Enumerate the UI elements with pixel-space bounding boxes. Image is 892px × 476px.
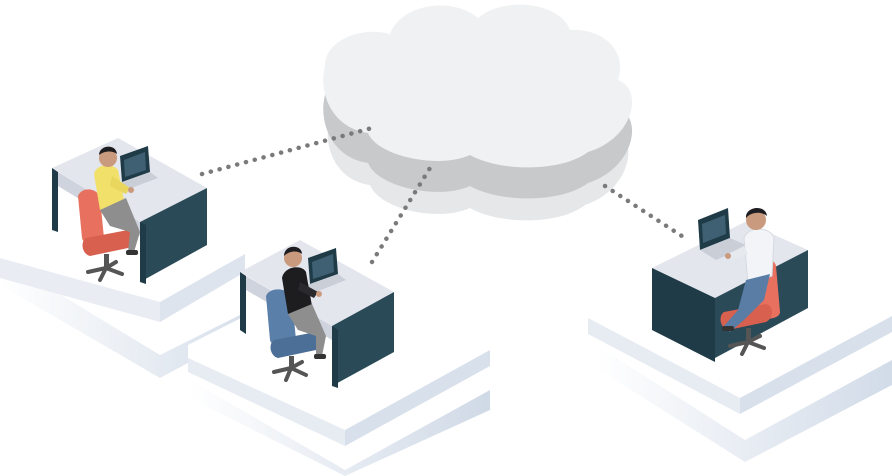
connection-line-middle (369, 165, 433, 265)
person-icon (282, 246, 326, 359)
connection-line-left (199, 125, 375, 177)
person-icon (94, 146, 140, 255)
person-icon (722, 207, 775, 332)
connection-lines (199, 125, 691, 265)
office-chair-icon (78, 189, 134, 282)
workstation-right (652, 207, 808, 362)
connection-line-right (602, 183, 691, 243)
laptop-icon (698, 208, 748, 260)
workstation-middle (240, 240, 394, 388)
workstation-left (52, 138, 207, 284)
cloud-icon (323, 4, 633, 221)
